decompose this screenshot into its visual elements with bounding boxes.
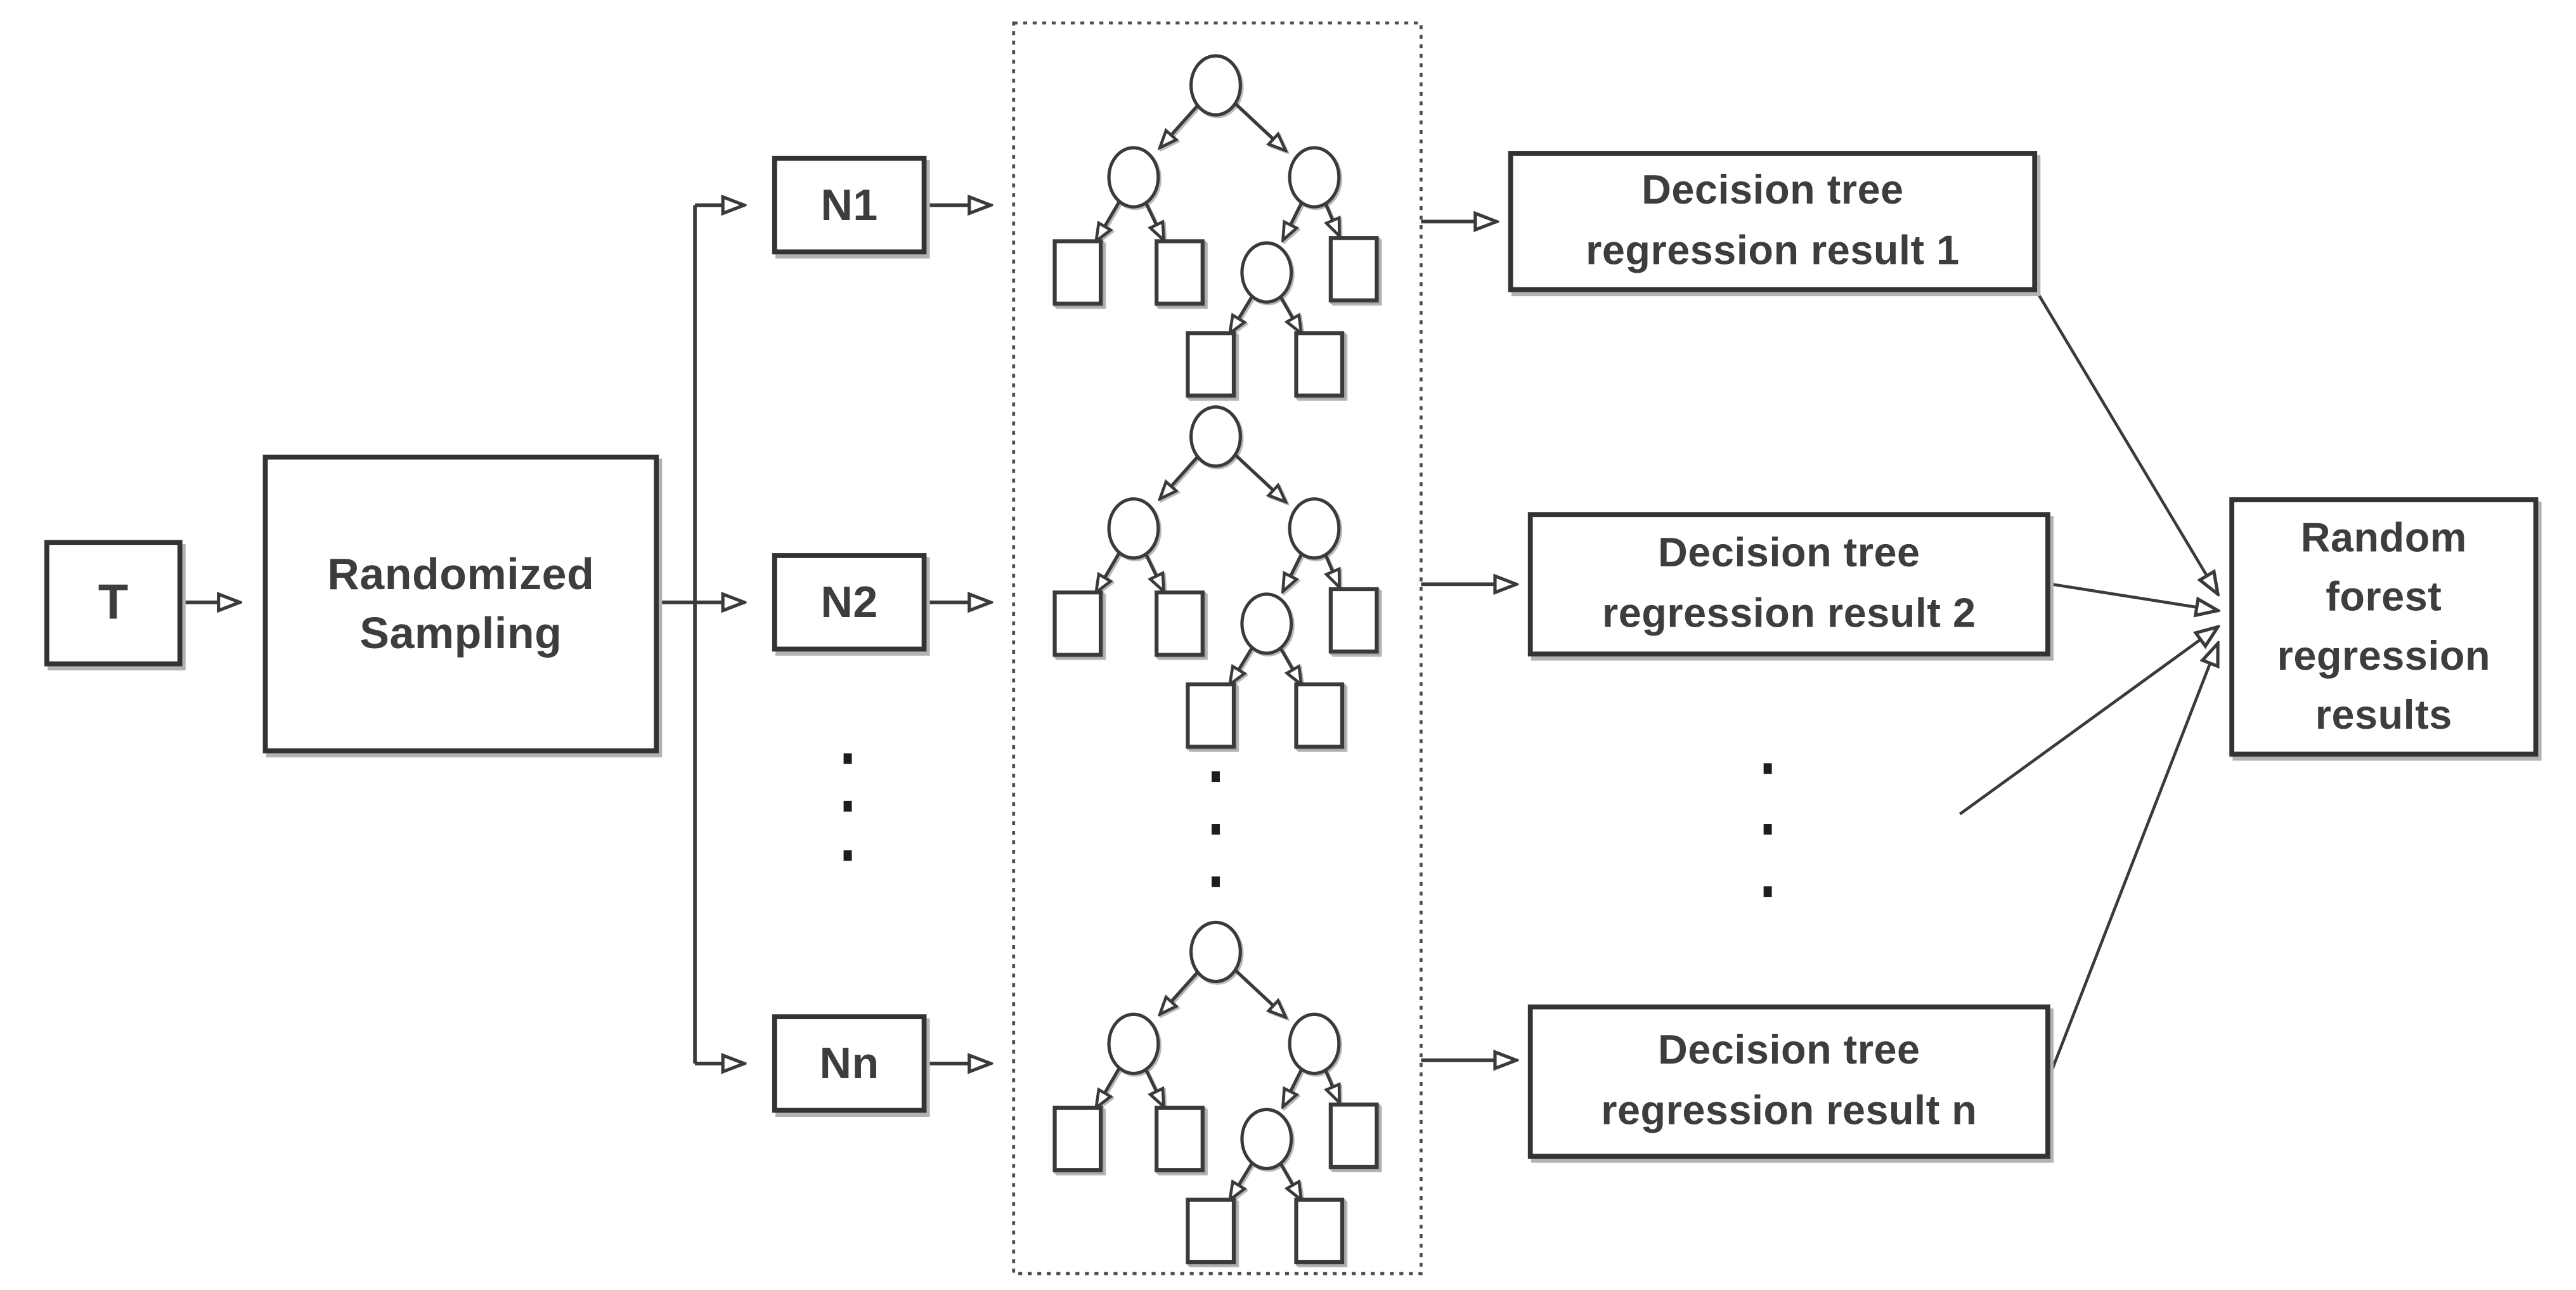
subset-label-nn: Nn bbox=[819, 1038, 879, 1088]
random-forest-results-box: Random forest regression results bbox=[2229, 497, 2539, 757]
decision-tree-result-box-2: Decision tree regression result 2 bbox=[1527, 512, 2050, 657]
result-n-line-2: regression result n bbox=[1601, 1088, 1977, 1135]
result-2-line-1: Decision tree bbox=[1658, 529, 1920, 576]
input-dataset-box: T bbox=[44, 540, 183, 667]
decision-tree-icon-1 bbox=[1055, 56, 1377, 396]
subset-box-n2: N2 bbox=[772, 553, 927, 652]
tree-output-connectors bbox=[1421, 221, 1516, 1060]
connector-result2-to-final bbox=[2052, 582, 2218, 610]
convergence-connectors bbox=[1958, 291, 2218, 1071]
decision-tree-result-box-1: Decision tree regression result 1 bbox=[1508, 151, 2038, 292]
result-n-line-1: Decision tree bbox=[1658, 1026, 1920, 1073]
decision-tree-icon-3 bbox=[1055, 922, 1377, 1262]
randomized-sampling-box: Randomized Sampling bbox=[262, 454, 659, 753]
vertical-ellipsis-trees bbox=[1212, 771, 1220, 887]
subset-box-nn: Nn bbox=[772, 1014, 927, 1113]
subset-label-n1: N1 bbox=[820, 179, 878, 229]
randomized-sampling-label: Randomized Sampling bbox=[327, 549, 595, 658]
decision-tree-result-box-n: Decision tree regression result n bbox=[1527, 1004, 2050, 1159]
decision-tree-icon-2 bbox=[1055, 407, 1377, 747]
result-1-line-2: regression result 1 bbox=[1586, 228, 1960, 275]
connector-result1-to-final bbox=[2036, 291, 2218, 594]
input-dataset-label: T bbox=[98, 575, 129, 630]
vertical-ellipsis-subsets bbox=[843, 753, 852, 861]
trees-dotted-container bbox=[1012, 21, 1423, 1275]
final-line-3: regression bbox=[2277, 633, 2491, 680]
final-line-2: forest bbox=[2326, 574, 2442, 620]
result-2-line-2: regression result 2 bbox=[1602, 590, 1976, 637]
final-line-4: results bbox=[2315, 693, 2452, 739]
subset-box-n1: N1 bbox=[772, 155, 927, 255]
connector-resultn-to-final bbox=[2050, 643, 2218, 1071]
vertical-ellipsis-results bbox=[1763, 763, 1772, 897]
final-line-1: Random bbox=[2300, 514, 2467, 561]
result-1-line-1: Decision tree bbox=[1641, 166, 1904, 213]
subset-label-n2: N2 bbox=[820, 577, 878, 627]
